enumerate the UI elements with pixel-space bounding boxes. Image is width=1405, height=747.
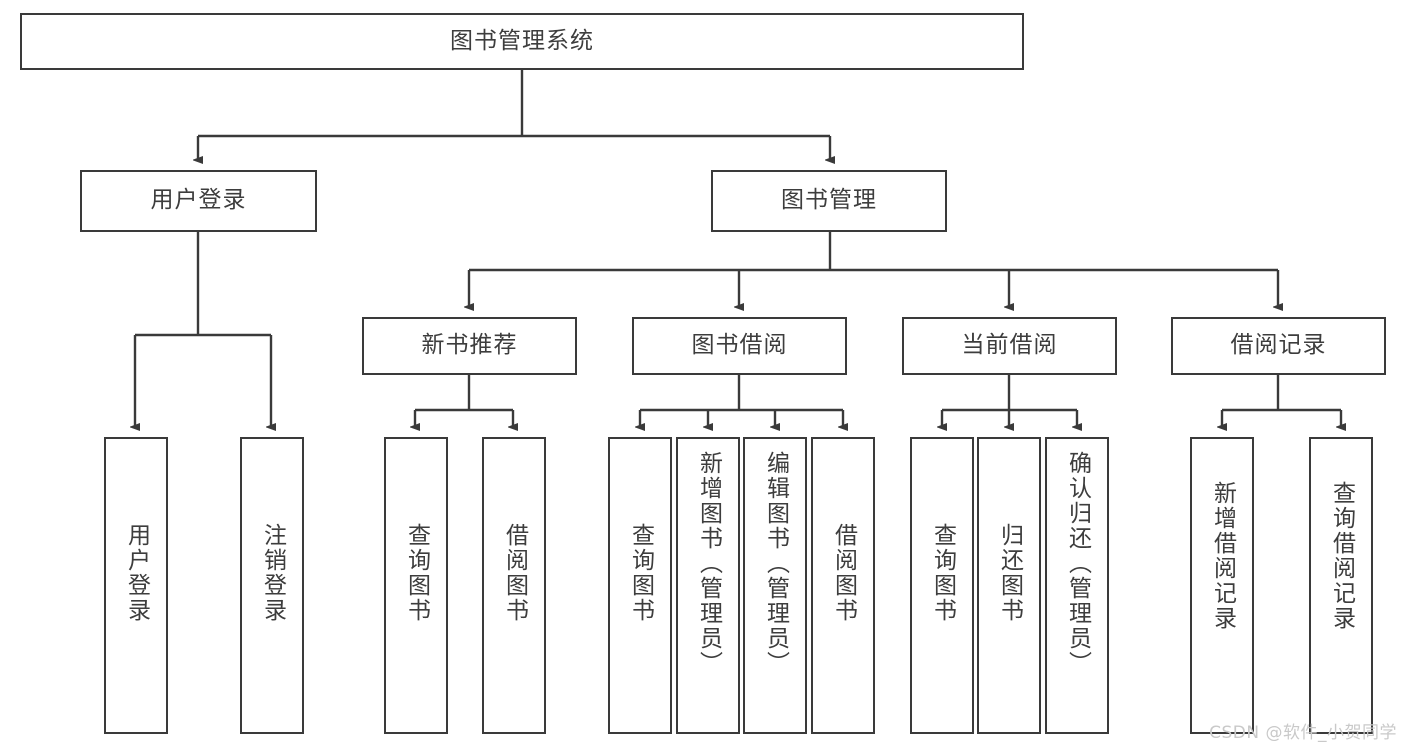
leaf-user-logout[interactable]: 注销登录 (240, 437, 304, 734)
node-root-system[interactable]: 图书管理系统 (20, 13, 1024, 70)
node-borrow-records[interactable]: 借阅记录 (1171, 317, 1386, 375)
leaf-borrow-books[interactable]: 借阅图书 (811, 437, 875, 734)
leaf-edit-book-admin[interactable]: 编辑图书（管理员） (743, 437, 807, 734)
leaf-label: 借阅图书 (501, 523, 528, 623)
leaf-query-books-recommend[interactable]: 查询图书 (384, 437, 448, 734)
leaf-label: 用户登录 (123, 523, 150, 623)
leaf-query-books-borrow[interactable]: 查询图书 (608, 437, 672, 734)
leaf-borrow-books-recommend[interactable]: 借阅图书 (482, 437, 546, 734)
csdn-watermark: CSDN @软件_小贺同学 (1209, 723, 1397, 743)
leaf-label: 查询图书 (929, 523, 956, 623)
leaf-label: 确认归还（管理员） (1064, 451, 1091, 676)
leaf-label: 新增图书（管理员） (695, 451, 722, 676)
node-user-login[interactable]: 用户登录 (80, 170, 317, 232)
leaf-label: 借阅图书 (830, 523, 857, 623)
leaf-query-borrow-record[interactable]: 查询借阅记录 (1309, 437, 1373, 734)
leaf-add-book-admin[interactable]: 新增图书（管理员） (676, 437, 740, 734)
leaf-label: 注销登录 (259, 523, 286, 623)
node-book-management[interactable]: 图书管理 (711, 170, 947, 232)
leaf-label: 查询图书 (403, 523, 430, 623)
leaf-return-books[interactable]: 归还图书 (977, 437, 1041, 734)
leaf-label: 查询借阅记录 (1328, 481, 1355, 631)
leaf-user-login[interactable]: 用户登录 (104, 437, 168, 734)
leaf-label: 归还图书 (996, 523, 1023, 623)
leaf-query-books-current[interactable]: 查询图书 (910, 437, 974, 734)
leaf-label: 新增借阅记录 (1209, 481, 1236, 631)
node-current-borrow[interactable]: 当前借阅 (902, 317, 1117, 375)
node-new-book-recommend[interactable]: 新书推荐 (362, 317, 577, 375)
leaf-confirm-return-admin[interactable]: 确认归还（管理员） (1045, 437, 1109, 734)
leaf-label: 查询图书 (627, 523, 654, 623)
node-book-borrow[interactable]: 图书借阅 (632, 317, 847, 375)
leaf-label: 编辑图书（管理员） (762, 451, 789, 676)
leaf-add-borrow-record[interactable]: 新增借阅记录 (1190, 437, 1254, 734)
